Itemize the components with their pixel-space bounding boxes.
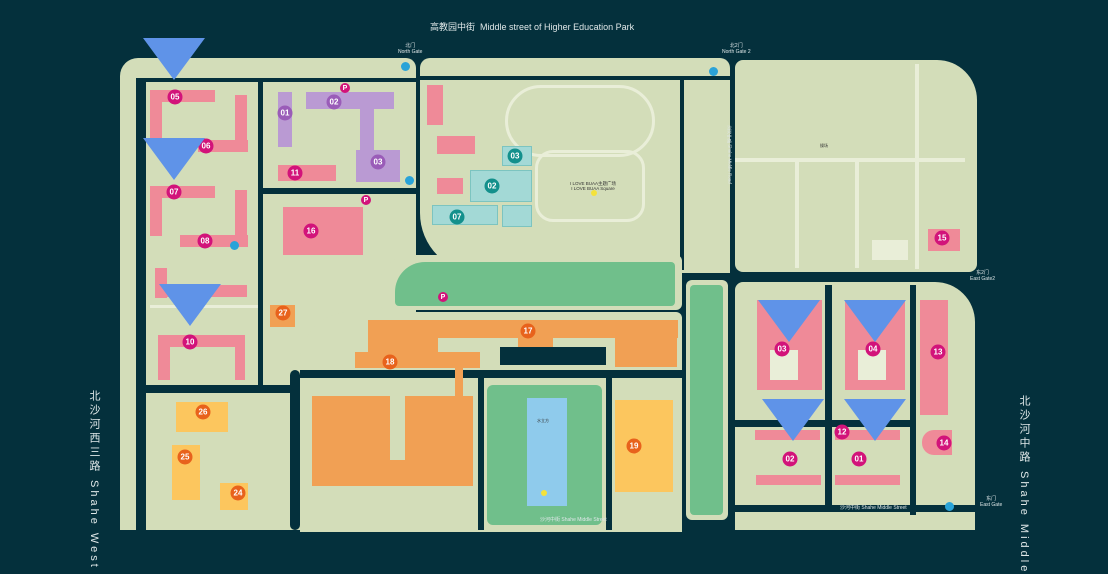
building-marker-27[interactable]: 27 [275,305,291,321]
building-marker-11[interactable]: 11 [287,165,303,181]
building-marker-15[interactable]: 15 [934,230,950,246]
restroom-icon [405,176,414,185]
pool-label: 水立方 [537,418,549,423]
parking-icon: P [340,83,350,93]
building-marker-01[interactable]: 01 [277,105,293,121]
building-marker-19[interactable]: 19 [626,438,642,454]
building-marker-03[interactable]: 03 [370,154,386,170]
building-marker-10[interactable]: 10 [182,334,198,350]
sports-marker-07[interactable]: 07 [449,209,465,225]
restroom-icon [401,62,410,71]
pointer-marker [143,138,205,180]
pointer-marker [159,284,221,326]
pointer-marker [844,300,906,342]
pointer-marker [844,399,906,441]
pointer-marker [143,38,205,80]
middle-road-label: 沙河中路 Shahe Middle Road [727,125,733,184]
building-marker-07[interactable]: 07 [166,184,182,200]
info-icon [230,241,239,250]
field-label: 操场 [820,143,828,148]
west-road-label: 北沙河西三路 Shahe West [88,390,100,570]
pointer-marker [762,399,824,441]
building-marker-18[interactable]: 18 [382,354,398,370]
building-marker-02[interactable]: 02 [326,94,342,110]
restroom-icon [709,67,718,76]
building-marker-26[interactable]: 26 [195,404,211,420]
building-marker-e01[interactable]: 01 [851,451,867,467]
building-marker-25[interactable]: 25 [177,449,193,465]
middle-street-label: 沙河中街 Shahe Middle Street [540,517,607,523]
building-marker-e04[interactable]: 04 [865,341,881,357]
parking-icon: P [361,195,371,205]
building-marker-24[interactable]: 24 [230,485,246,501]
building-marker-17[interactable]: 17 [520,323,536,339]
building-marker-08[interactable]: 08 [197,233,213,249]
sports-marker-03[interactable]: 03 [507,148,523,164]
building-marker-14[interactable]: 14 [936,435,952,451]
parking-icon: P [438,292,448,302]
east-middle-street-label: 沙河中街 Shahe Middle Street [840,505,907,511]
east-road-label: 北沙河中路 Shahe Middle [1018,395,1030,574]
top-street-label: 高教园中街 Middle street of Higher Education … [430,22,635,32]
park [395,262,675,306]
building-marker-13[interactable]: 13 [930,344,946,360]
sports-marker-02[interactable]: 02 [484,178,500,194]
building-marker-e03[interactable]: 03 [774,341,790,357]
pool [527,398,567,506]
restroom-icon [945,502,954,511]
building-marker-16[interactable]: 16 [303,223,319,239]
pointer-marker [758,300,820,342]
building-marker-05[interactable]: 05 [167,89,183,105]
building-marker-e02[interactable]: 02 [782,451,798,467]
north-middle-area [420,58,730,273]
